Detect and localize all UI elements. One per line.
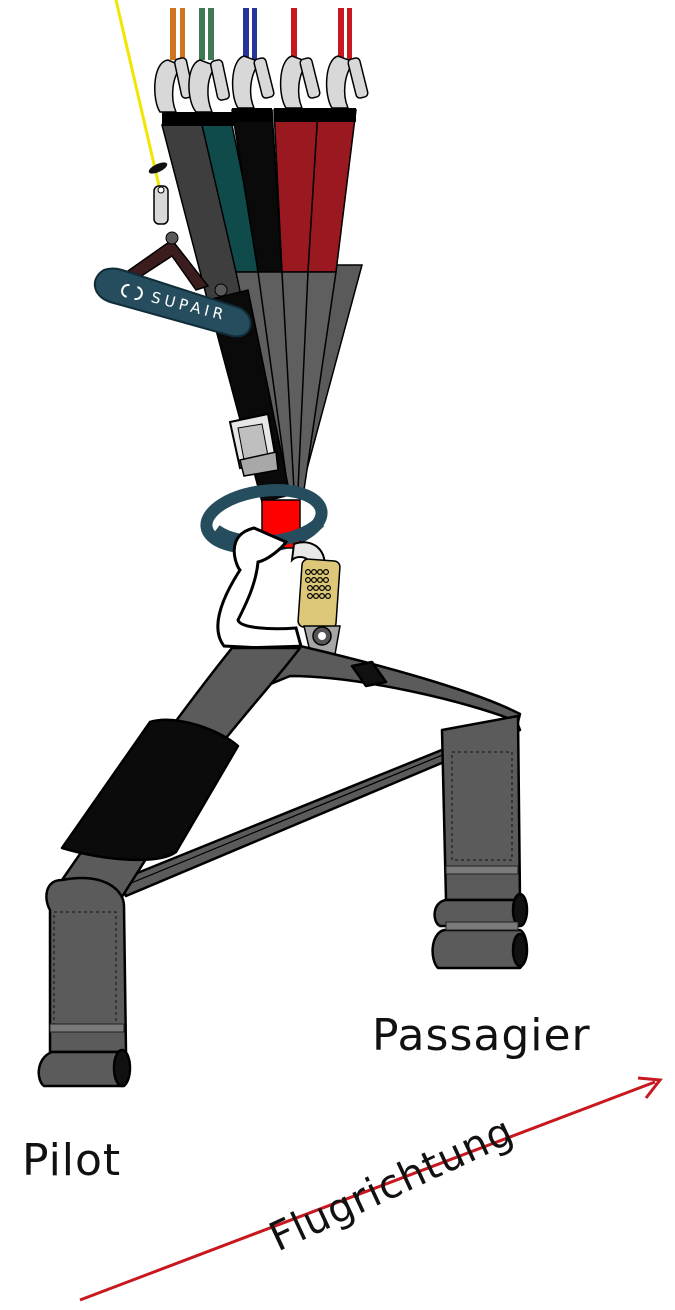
line-blue: [243, 8, 249, 60]
suspension-lines: [170, 8, 352, 60]
foam-sleeve: [62, 720, 238, 860]
brake-line: [116, 0, 160, 190]
line-orange: [170, 8, 176, 60]
line-red-a: [291, 8, 297, 60]
pilot-label: Pilot: [22, 1135, 121, 1186]
riser-maillons: [155, 56, 369, 112]
line-red-b: [338, 8, 344, 60]
swivel-icon: [147, 160, 169, 176]
passenger-label: Passagier: [372, 1010, 591, 1061]
line-green: [199, 8, 205, 60]
